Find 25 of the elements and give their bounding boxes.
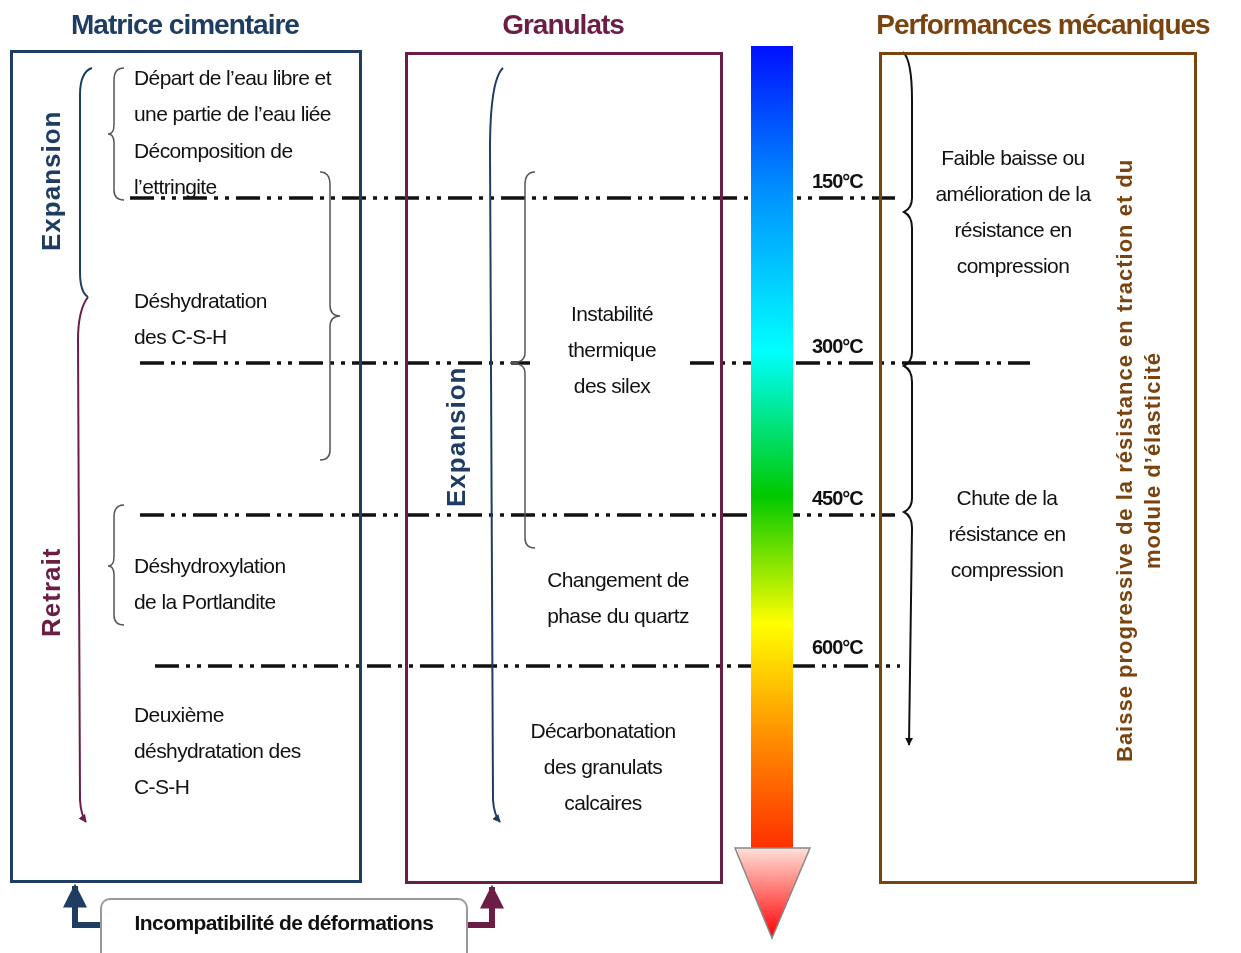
vertical-label: Expansion [35,109,67,253]
body-text: Décarbonatation des granulats calcaires [529,718,677,816]
arrow [468,884,504,928]
temperature-label: 150°C [812,170,863,193]
vertical-label: Expansion [440,365,472,510]
vertical-label: Baisse progressive de la résistance en traction et du module d’élasticité [1111,157,1166,764]
body-text: Déshydratation des C-S-H [134,288,268,350]
temperature-label: 300°C [812,335,863,358]
temperature-label: 600°C [812,636,863,659]
column-heading: Performances mécaniques [875,8,1211,42]
temperature-label: 450°C [812,487,863,510]
body-text: Chute de la résistance en compression [947,485,1067,583]
body-text: Décomposition de l’ettringite [134,138,294,200]
body-text: Déshydroxylation de la Portlandite [134,553,284,615]
vertical-label: Retrait [35,546,67,640]
body-text: Départ de l’eau libre et une partie de l’eau liée [134,65,333,127]
body-text: Deuxième déshydratation des C-S-H [134,702,302,800]
column-heading: Granulats [501,8,625,42]
arrow [63,883,100,928]
body-text: Instabilité thermique des silex [567,301,657,399]
note-text: Incompatibilité de déformations [133,910,435,936]
body-text: Changement de phase du quartz [546,567,690,629]
note-box [100,898,468,953]
column-heading: Matrice cimentaire [70,8,300,42]
body-text: Faible baisse ou amélioration de la résistance en compression [934,145,1092,279]
